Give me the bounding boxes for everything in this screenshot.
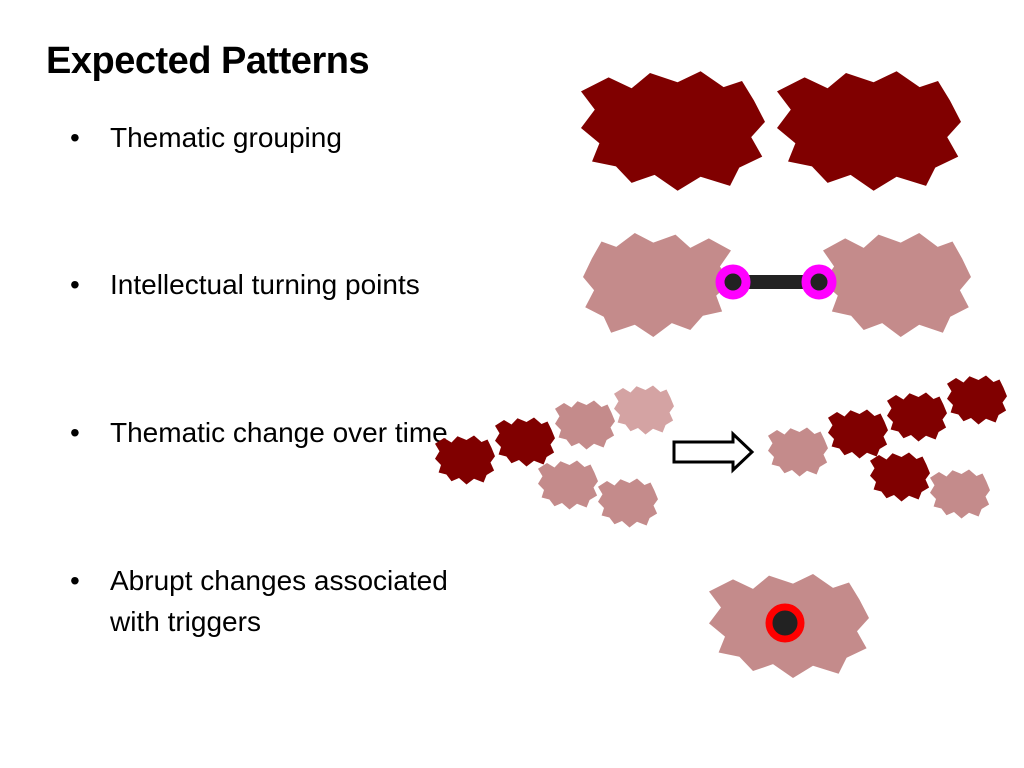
bullet-marker: • [70,269,80,300]
bullet-marker: • [70,122,80,153]
bullet-abrupt-changes: • Abrupt changes associated with triggers [70,560,448,642]
bullet-text: Intellectual turning points [110,269,420,300]
bullet-intellectual-turning-points: • Intellectual turning points [70,264,420,305]
slide-title: Expected Patterns [46,40,370,82]
bullet-thematic-change-over-time: • Thematic change over time [70,412,448,453]
bullet-marker: • [70,565,80,596]
bullet-text: Thematic grouping [110,122,342,153]
bullet-text: Abrupt changes associated with triggers [110,565,448,637]
bullet-text: Thematic change over time [110,417,448,448]
bullet-thematic-grouping: • Thematic grouping [70,117,342,158]
bullet-marker: • [70,417,80,448]
